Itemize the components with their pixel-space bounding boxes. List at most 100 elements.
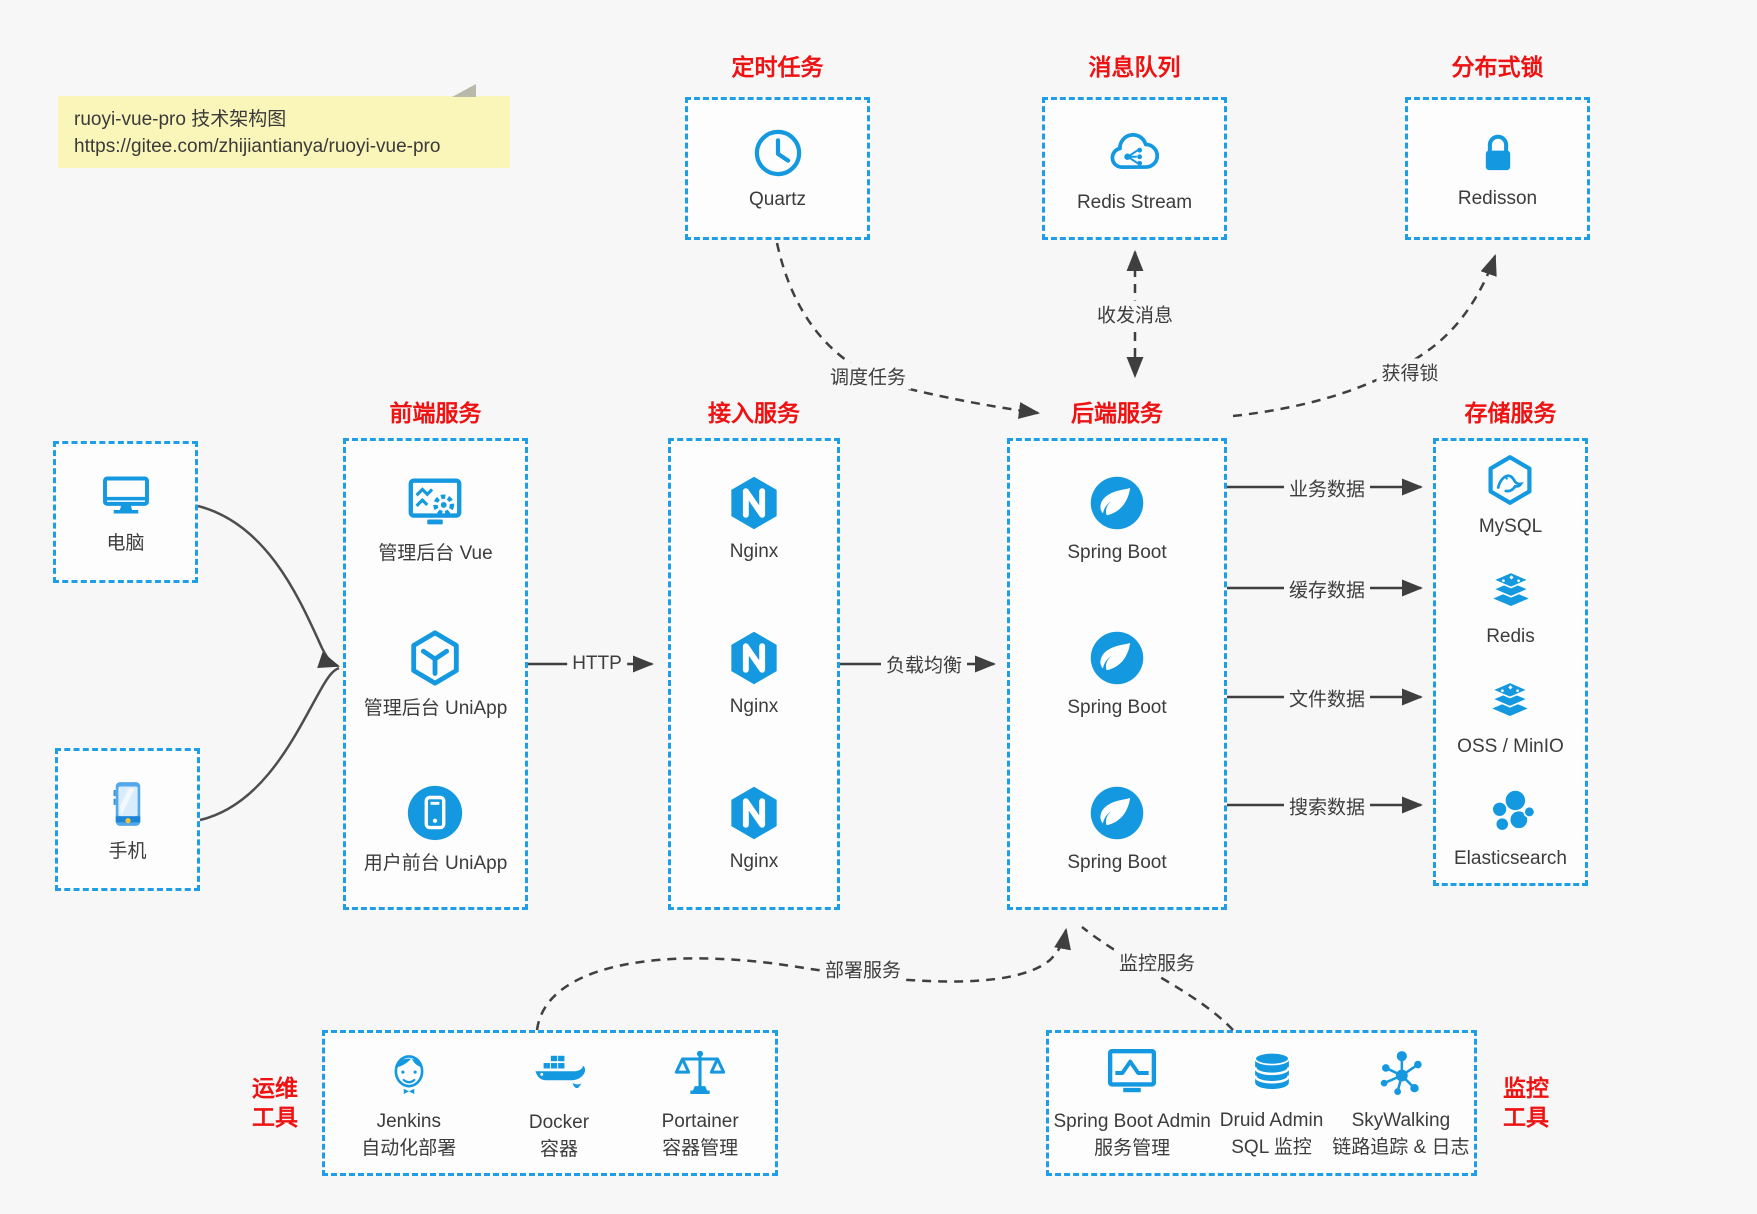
node-mobile: 手机: [100, 776, 156, 864]
ops-title-line1: 运维: [252, 1075, 298, 1101]
edge-label-deploy-service: 部署服务: [819, 955, 907, 983]
edge-label-http: HTTP: [567, 653, 627, 675]
sticky-note: ruoyi-vue-pro 技术架构图 https://gitee.com/zh…: [58, 96, 510, 168]
elasticsearch-icon: [1490, 789, 1535, 832]
redis-stream-box: Redis Stream: [1042, 97, 1227, 240]
nginx-icon: [731, 787, 777, 840]
node-label: Spring Boot: [1067, 697, 1167, 719]
edge-label-monitor-service: 监控服务: [1113, 948, 1201, 976]
monitor-title-line1: 监控: [1503, 1075, 1549, 1101]
node-redisson: Redisson: [1458, 127, 1537, 211]
node-nginx-2: Nginx: [725, 629, 783, 719]
node-label-line1: Docker: [528, 1112, 590, 1134]
node-label: MySQL: [1478, 516, 1543, 538]
portainer-icon: [675, 1050, 726, 1095]
node-label: Nginx: [729, 851, 779, 873]
node-label-line2: 容器管理: [662, 1138, 739, 1159]
ops-title-line2: 工具: [252, 1104, 298, 1130]
node-label: 用户前台 UniApp: [363, 853, 508, 875]
node-oss-minio: OSS / MinIO: [1457, 673, 1564, 759]
node-label-line1: Jenkins: [376, 1111, 441, 1133]
redisson-box: Redisson: [1405, 97, 1590, 240]
mobile-client-box: 手机: [55, 748, 200, 891]
monitor-tools-title: 监控 工具: [1488, 1074, 1564, 1132]
oss-stack-icon: [1490, 681, 1531, 717]
note-fold: [452, 84, 476, 97]
node-label-line2: 自动化部署: [361, 1138, 457, 1159]
nginx-icon: [731, 476, 777, 530]
pc-client-box: 电脑: [53, 441, 198, 583]
group-title-message-queue: 消息队列: [1088, 54, 1181, 80]
node-portainer: Portainer 容器管理: [662, 1045, 739, 1161]
edge-label-schedule-task: 调度任务: [824, 362, 912, 390]
spring-boot-icon: [1090, 476, 1144, 530]
node-label: Redis: [1486, 626, 1535, 648]
edge-label-send-receive-message: 收发消息: [1091, 300, 1179, 328]
group-title-scheduled-tasks: 定时任务: [731, 54, 824, 80]
mysql-icon: [1488, 455, 1532, 506]
node-label: 管理后台 Vue: [378, 542, 493, 564]
jenkins-icon: [394, 1055, 424, 1095]
node-quartz: Quartz: [749, 126, 806, 212]
node-pc: 电脑: [98, 468, 154, 556]
admin-vue-icon: [409, 478, 462, 525]
node-label-line1: SkyWalking: [1351, 1110, 1451, 1132]
storage-services-box: MySQL Redis OSS / MinIO: [1433, 438, 1588, 886]
note-url: https://gitee.com/zhijiantianya/ruoyi-vu…: [74, 136, 441, 157]
ops-tools-title: 运维 工具: [237, 1074, 313, 1132]
node-label: Spring Boot: [1067, 852, 1167, 874]
nginx-icon: [731, 631, 777, 685]
group-title-frontend: 前端服务: [389, 400, 482, 426]
node-jenkins: Jenkins 自动化部署: [361, 1045, 456, 1161]
quartz-box: Quartz: [685, 97, 870, 240]
node-spring-boot-1: Spring Boot: [1067, 473, 1167, 565]
druid-icon: [1253, 1052, 1290, 1090]
node-label-line1: Spring Boot Admin: [1053, 1111, 1211, 1133]
access-services-box: Nginx Nginx Nginx: [668, 438, 840, 910]
node-spring-boot-admin: Spring Boot Admin 服务管理: [1053, 1045, 1211, 1161]
node-spring-boot-2: Spring Boot: [1067, 628, 1167, 720]
docker-icon: [535, 1056, 586, 1089]
node-nginx-3: Nginx: [725, 784, 783, 874]
mobile-app-icon: [408, 786, 463, 841]
node-user-uniapp: 用户前台 UniApp: [363, 782, 508, 876]
node-label: Nginx: [729, 696, 779, 718]
node-label-line2: 容器: [539, 1139, 578, 1160]
node-skywalking: SkyWalking 链路追踪 & 日志: [1332, 1046, 1469, 1160]
edge-label-load-balance: 负载均衡: [880, 650, 968, 678]
cloud-network-icon: [1111, 132, 1160, 169]
edge-label-file-data: 文件数据: [1283, 684, 1371, 712]
node-nginx-1: Nginx: [725, 474, 783, 564]
spring-boot-admin-icon: [1108, 1049, 1157, 1093]
node-label-line1: Druid Admin: [1219, 1110, 1324, 1132]
edge-label-business-data: 业务数据: [1283, 474, 1371, 502]
node-label-line2: 服务管理: [1094, 1138, 1171, 1159]
uniapp-cube-icon: [411, 630, 460, 686]
group-title-distributed-lock: 分布式锁: [1451, 54, 1544, 80]
node-spring-boot-3: Spring Boot: [1067, 783, 1167, 875]
ops-tools-box: Jenkins 自动化部署 Docker 容器: [322, 1030, 778, 1176]
spring-boot-icon: [1090, 631, 1144, 685]
skywalking-icon: [1380, 1051, 1422, 1096]
monitor-title-line2: 工具: [1503, 1104, 1549, 1130]
node-label: Nginx: [729, 540, 779, 562]
node-admin-uniapp: 管理后台 UniApp: [363, 627, 508, 721]
spring-boot-icon: [1090, 787, 1144, 840]
edge-label-cache-data: 缓存数据: [1283, 575, 1371, 603]
node-label: Elasticsearch: [1454, 848, 1567, 870]
edge-label-search-data: 搜索数据: [1283, 792, 1371, 820]
node-mysql: MySQL: [1479, 453, 1542, 539]
node-label: OSS / MinIO: [1457, 736, 1564, 758]
group-title-backend: 后端服务: [1071, 400, 1163, 426]
node-label: 手机: [108, 840, 147, 862]
node-label: 管理后台 UniApp: [363, 698, 508, 720]
desktop-icon: [102, 476, 149, 514]
node-label: Quartz: [748, 188, 807, 210]
group-title-access: 接入服务: [708, 400, 800, 426]
monitor-tools-box: Spring Boot Admin 服务管理 Druid Admin SQL 监…: [1046, 1030, 1477, 1176]
node-elasticsearch: Elasticsearch: [1454, 783, 1567, 871]
node-druid-admin: Druid Admin SQL 监控: [1219, 1046, 1324, 1160]
node-label: Spring Boot: [1067, 541, 1167, 563]
node-label-line1: Portainer: [661, 1111, 739, 1133]
